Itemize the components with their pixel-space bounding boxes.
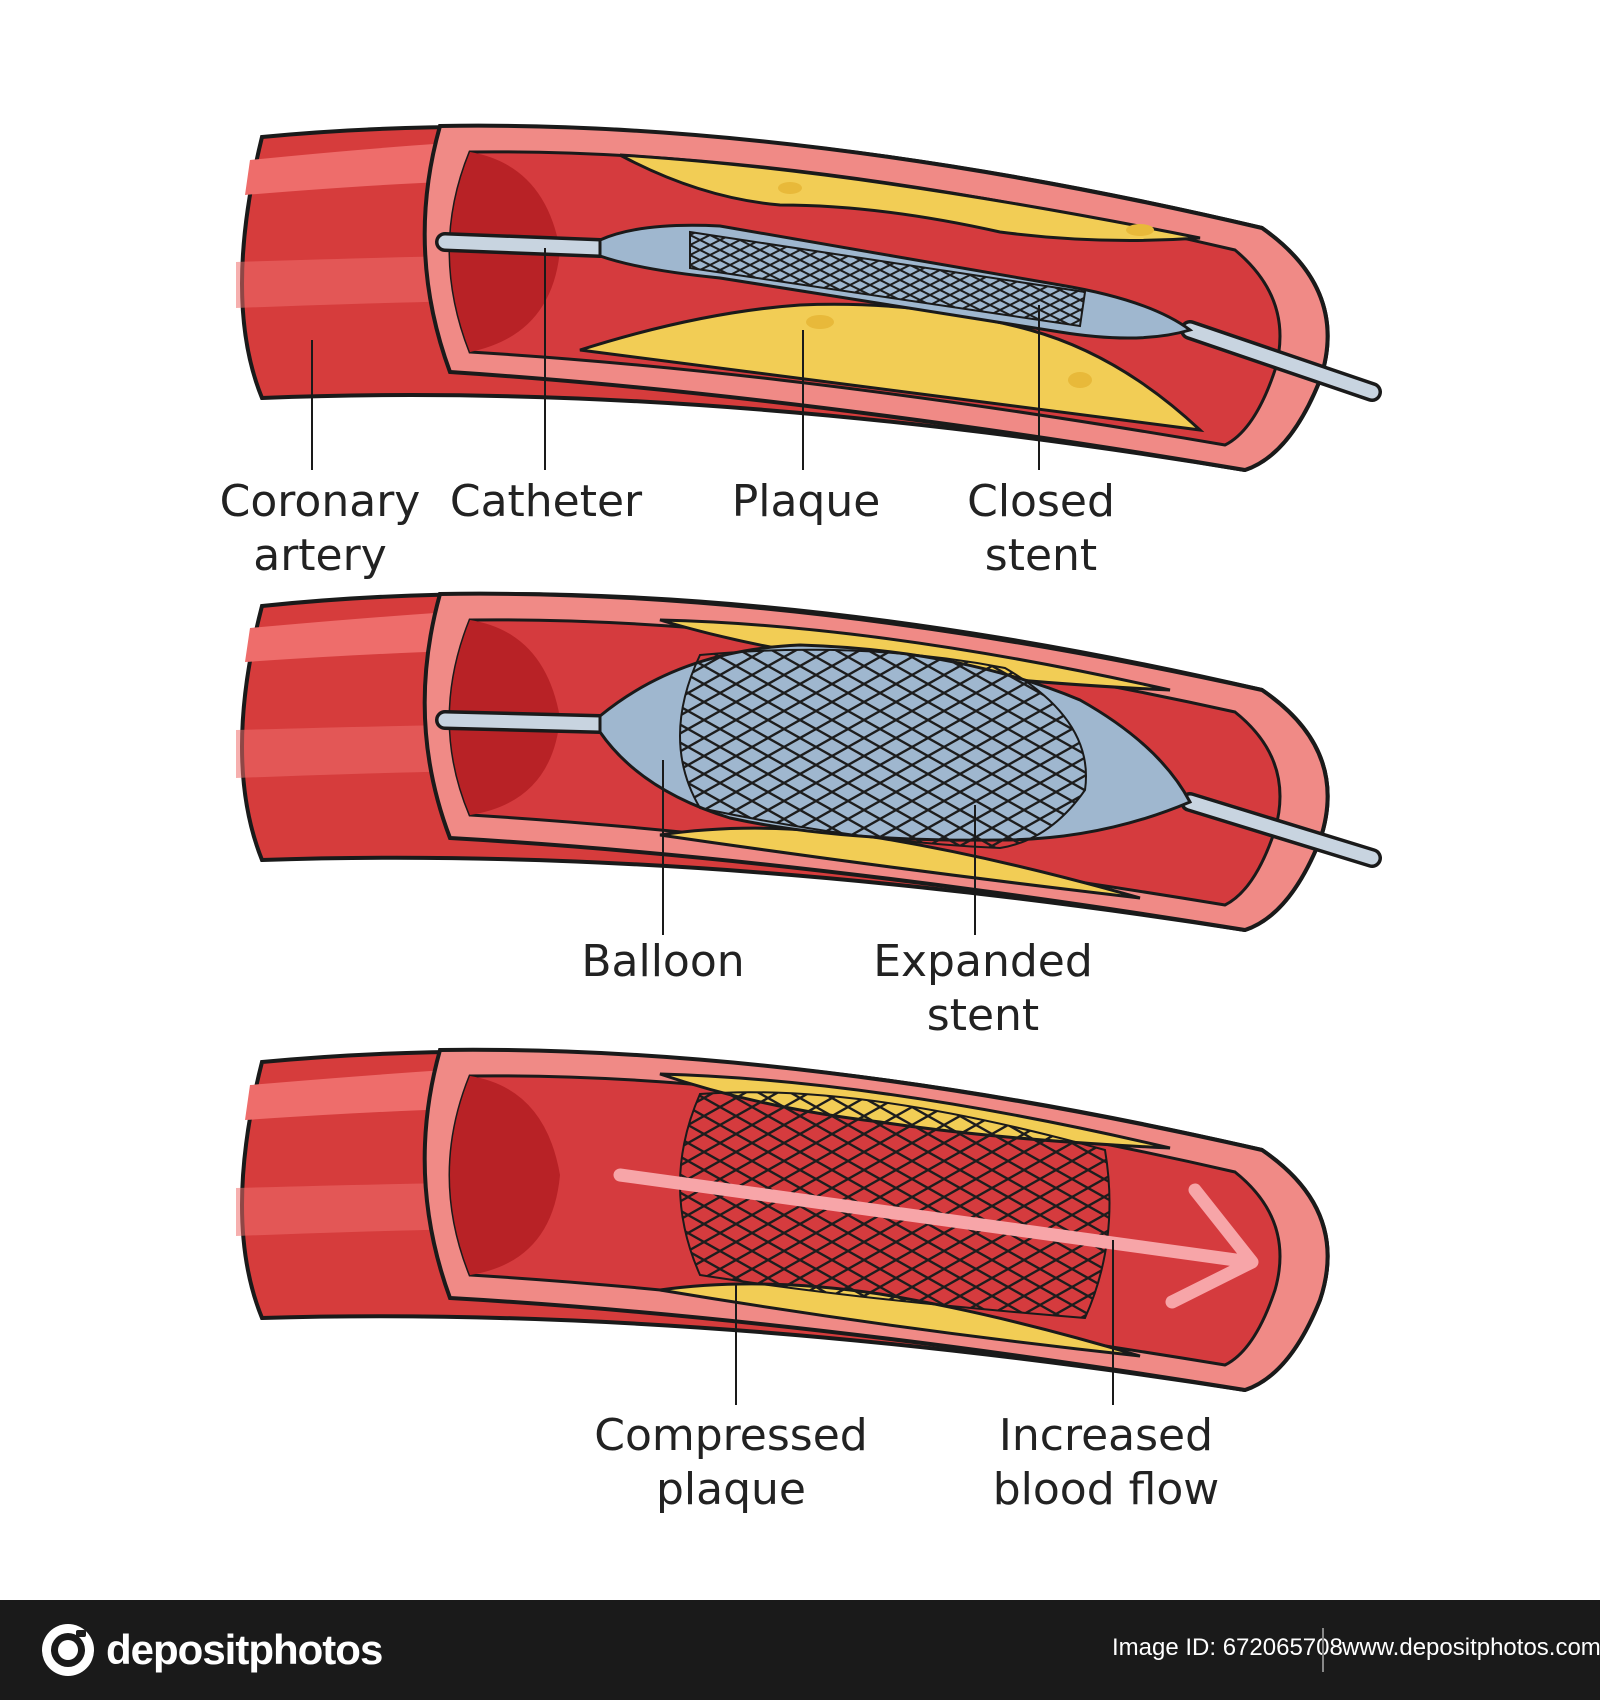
label-balloon: Balloon: [581, 936, 744, 987]
plaque-speck: [1126, 224, 1154, 236]
stock-footer-bar: depositphotos Image ID: 672065708 www.de…: [0, 1600, 1600, 1700]
lumen-deep: [450, 1076, 560, 1275]
plaque-speck: [1068, 372, 1092, 388]
plaque-speck: [778, 182, 802, 194]
site-url-link[interactable]: www.depositphotos.com: [1342, 1634, 1600, 1661]
brand-name: depositphotos: [106, 1626, 383, 1673]
expanded-stent-mesh: [679, 648, 1087, 850]
label-catheter: Catheter: [450, 476, 643, 527]
panel-closed-stent: [236, 123, 1382, 473]
panel-expanded-stent: [236, 591, 1382, 933]
catheter-fill: [438, 713, 1379, 865]
image-id-text: Image ID: 672065708: [1112, 1634, 1343, 1661]
label-plaque: Plaque: [732, 476, 881, 527]
panel-increased-flow: [236, 1047, 1330, 1393]
catheter-fill: [438, 235, 1379, 399]
panel-3-leaders: [735, 1240, 1114, 1405]
plaque-speck: [806, 315, 834, 329]
plaque-bottom: [579, 302, 1205, 433]
plaque-top: [619, 153, 1201, 242]
footer-divider: [1322, 1628, 1324, 1672]
blood-flow-arrow-icon: [613, 1168, 1259, 1309]
panel-2-leaders: [662, 760, 976, 935]
panel-1-leaders: [311, 248, 1040, 470]
brand-logo[interactable]: depositphotos: [40, 1622, 383, 1678]
closed-stent-mesh: [689, 230, 1087, 328]
camera-logo-icon: [42, 1624, 94, 1676]
expanded-stent-mesh: [679, 1091, 1111, 1320]
